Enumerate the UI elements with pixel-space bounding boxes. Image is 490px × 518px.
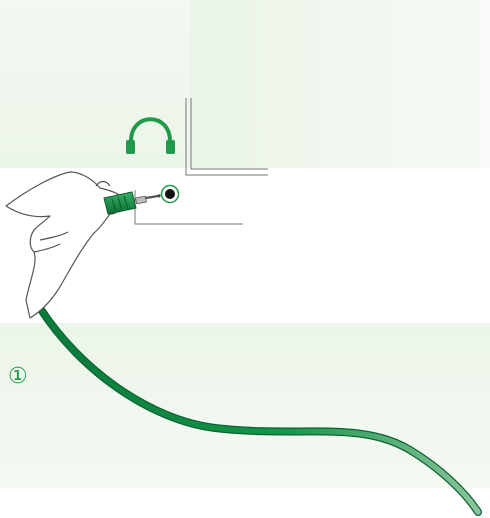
device-outline	[134, 98, 268, 225]
audio-plug-icon	[103, 191, 161, 215]
headphones-icon	[126, 117, 175, 154]
headphone-jack-icon	[160, 184, 180, 204]
audio-cable	[36, 201, 482, 516]
step-number-1: ①	[8, 364, 28, 389]
device-panel	[190, 0, 490, 168]
bottom-background-band	[0, 323, 490, 488]
hand-illustration	[5, 171, 122, 319]
